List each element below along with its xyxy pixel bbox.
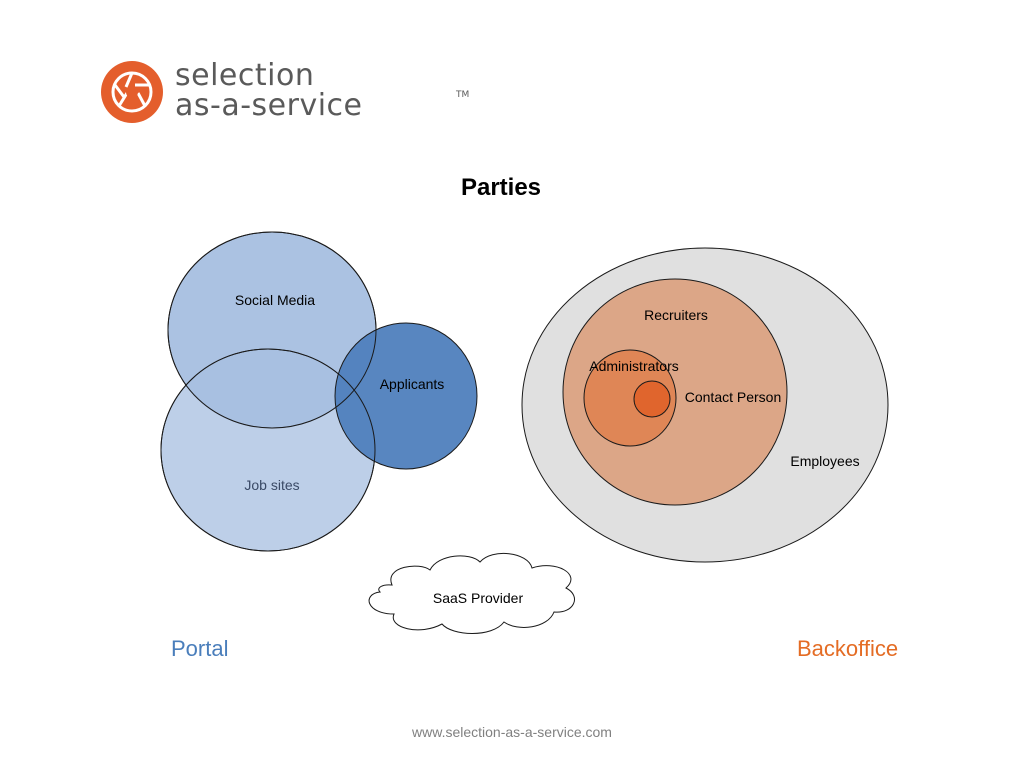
logo-trademark: TM — [456, 90, 470, 100]
social-media-label: Social Media — [235, 292, 315, 308]
backoffice-label: Backoffice — [797, 636, 899, 661]
footer-url: www.selection-as-a-service.com — [412, 724, 612, 740]
contact-person-circle — [633, 380, 671, 418]
job-sites-outline — [160, 348, 376, 552]
recruiters-label: Recruiters — [644, 307, 708, 323]
logo-text-as-a-service: as-a-service — [175, 88, 363, 123]
portal-label: Portal — [171, 636, 229, 661]
saas-provider-label: SaaS Provider — [433, 590, 524, 606]
contact-person-label: Contact Person — [685, 389, 782, 405]
applicants-circle — [334, 322, 478, 470]
social-media-outline — [167, 231, 377, 429]
cloud-shape — [368, 552, 575, 634]
aperture-logo-icon — [101, 61, 163, 123]
page-title: Parties — [460, 174, 542, 201]
administrators-circle — [583, 349, 677, 447]
employees-label: Employees — [790, 453, 859, 469]
applicants-label: Applicants — [380, 376, 445, 392]
administrators-label: Administrators — [589, 358, 678, 374]
job-sites-label: Job sites — [244, 477, 299, 493]
logo-text-selection: selection — [175, 58, 315, 93]
brand-logo: selection as-a-service TM — [100, 58, 469, 130]
